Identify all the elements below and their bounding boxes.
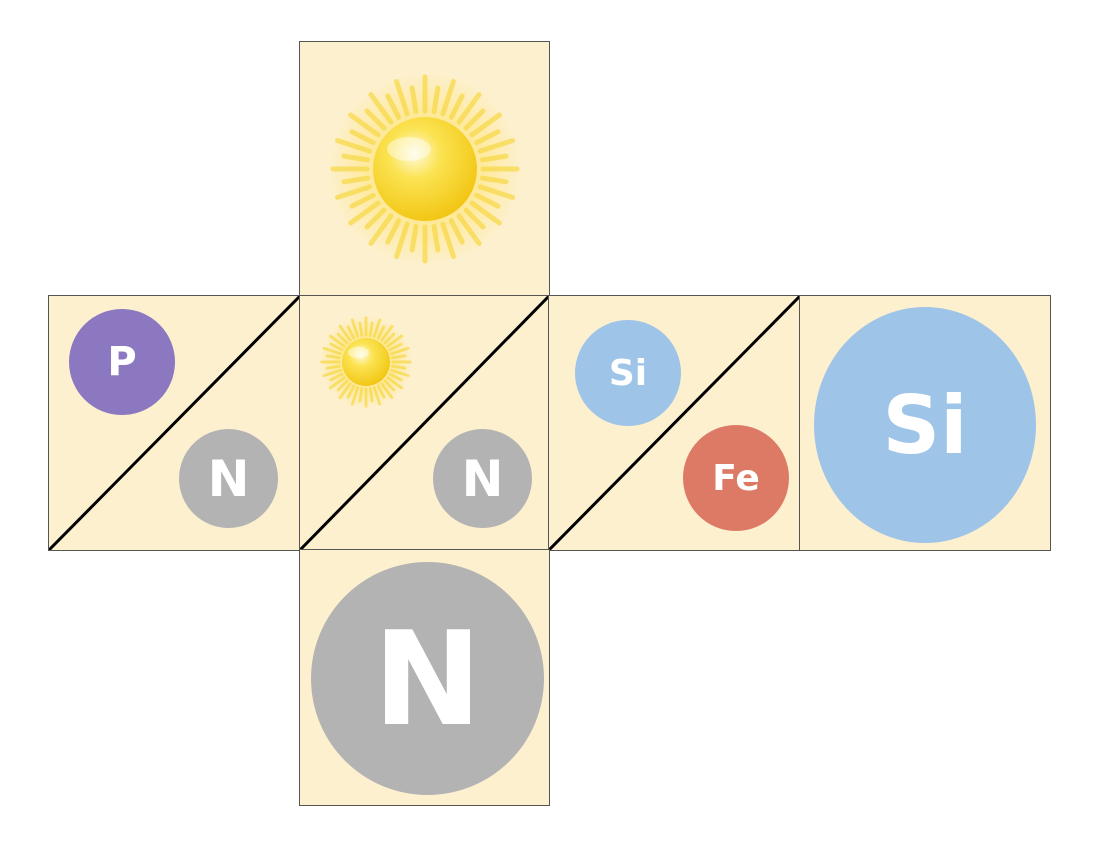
sun-ray [477, 184, 515, 200]
sun-ray [474, 129, 501, 146]
sun-ray [368, 92, 394, 125]
diagonal-line [549, 296, 800, 550]
sun-ray [448, 93, 465, 120]
sun-ray [349, 192, 376, 209]
sun-ray [348, 112, 381, 138]
element-circle-Si: Si [575, 320, 681, 426]
sun-ray [394, 221, 410, 259]
face-left: P N [48, 295, 301, 551]
sun-ray [346, 384, 356, 399]
sun-ray [348, 200, 381, 226]
sun-ray [477, 138, 515, 154]
sun-ray [385, 93, 402, 120]
sun-ray [448, 218, 465, 245]
sun-ray [469, 112, 502, 138]
sun-ray [409, 223, 419, 253]
sun-ray [372, 386, 382, 406]
face-bottom: N [299, 549, 550, 806]
sun-ray [328, 334, 346, 348]
sun-ray [350, 386, 360, 406]
face-right: Si Fe [548, 295, 801, 551]
sun-ray [341, 153, 371, 163]
sun-ray [390, 346, 410, 356]
sun-ray [479, 153, 509, 163]
sun-ray [376, 325, 386, 340]
sun-ray [328, 376, 346, 390]
element-circle-Fe: Fe [683, 425, 789, 531]
element-circle-N: N [179, 429, 278, 528]
sun-ray [335, 138, 373, 154]
sun-ray [474, 192, 501, 209]
sun-ray [329, 342, 344, 352]
sun-ray [364, 207, 387, 230]
sun-ray [380, 324, 394, 342]
sun-ray [394, 79, 410, 117]
element-circle-N: N [433, 429, 532, 528]
sun-ray [383, 379, 396, 392]
sun-ray [463, 207, 486, 230]
sun-ray [346, 325, 356, 340]
sun-ray [338, 382, 352, 400]
sun-ray [469, 200, 502, 226]
sun-ray [391, 354, 407, 360]
sun-ray [338, 324, 352, 342]
sun-ray [390, 368, 410, 378]
sun-ray [456, 213, 482, 246]
sun-ray [385, 218, 402, 245]
sun-ray [336, 379, 349, 392]
sun-ray [322, 368, 342, 378]
sun-ray [325, 354, 341, 360]
diagonal-line [300, 296, 549, 550]
sun-ray [386, 376, 404, 390]
sun-ray [325, 364, 341, 370]
sun-ray [409, 85, 419, 115]
sun-ray [322, 346, 342, 356]
sun-ray [463, 108, 486, 131]
sun-ray [364, 108, 387, 131]
element-circle-N-large: N [311, 562, 544, 795]
sun-ray [368, 213, 394, 246]
sun-ray [431, 223, 441, 253]
sun-ray [383, 332, 396, 345]
sun-ray [368, 321, 374, 337]
sun-ray [431, 85, 441, 115]
sun-ray [350, 318, 360, 338]
sun-ray [391, 364, 407, 370]
sun-ray [388, 342, 403, 352]
sun-ray [341, 175, 371, 185]
face-center: N [299, 295, 550, 551]
element-circle-P: P [69, 309, 175, 415]
face-top [299, 41, 550, 296]
sun-ray [479, 175, 509, 185]
diagonal-line [49, 296, 300, 550]
sun-icon [318, 314, 414, 410]
sun-ray [440, 221, 456, 259]
sun-icon [327, 71, 523, 267]
face-far-right: Si [799, 295, 1051, 551]
sun-ray [349, 129, 376, 146]
sun-ray [440, 79, 456, 117]
sun-ray [456, 92, 482, 125]
sun-ray [386, 334, 404, 348]
sun-ray [388, 372, 403, 382]
sun-ray [368, 387, 374, 403]
element-circle-Si-large: Si [814, 307, 1036, 543]
sun-ray [376, 384, 386, 399]
sun-ray [336, 332, 349, 345]
sun-ray [358, 321, 364, 337]
sun-ray [372, 318, 382, 338]
sun-ray [329, 372, 344, 382]
sun-ray [358, 387, 364, 403]
sun-ray [380, 382, 394, 400]
sun-ray [335, 184, 373, 200]
